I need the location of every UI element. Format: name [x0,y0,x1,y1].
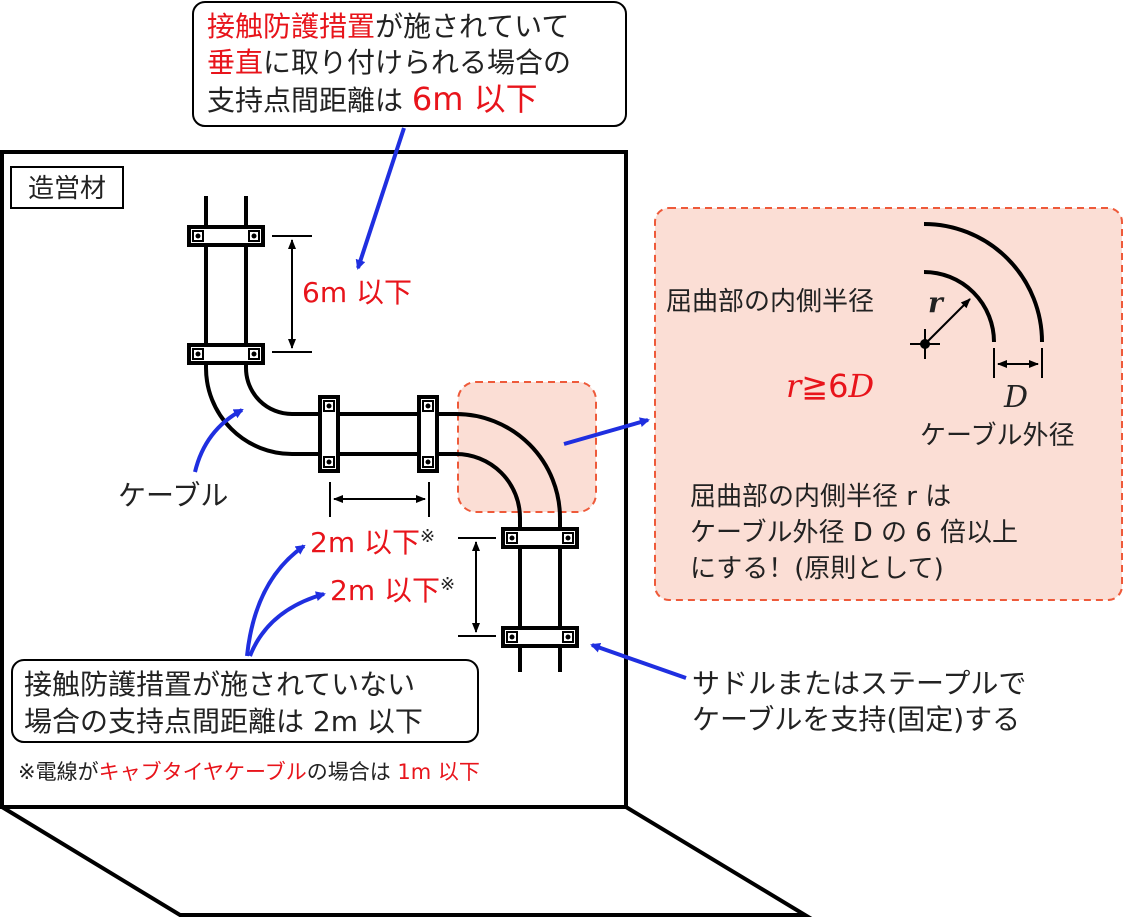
bend-formula: r≧6D [786,367,874,405]
top-callout-line2-black: に取り付けられる場合の [263,46,571,79]
footnote: ※電線がキャブタイヤケーブルの場合は 1m 以下 [18,760,480,784]
horizontal-span-text: 2m 以下※ [310,526,435,559]
dimension-horizontal [329,482,430,517]
saddle-lower-2 [501,626,579,648]
bottom-callout-line2: 場合の支持点間距離は 2m 以下 [24,705,423,738]
top-callout-line1-black: が施されていて [375,10,569,43]
footnote-part2: キャブタイヤケーブル [99,760,307,784]
top-callout-line2-red: 垂直 [207,46,263,79]
rule-line3: にする！(原則として) [690,554,944,584]
saddle-upper-1 [187,225,265,247]
top-callout-line3: 支持点間距離は 6m 以下 [207,80,538,118]
top-callout-line1: 接触防護措置が施されていて [207,10,569,43]
top-callout: 接触防護措置が施されていて 垂直に取り付けられる場合の 支持点間距離は 6m 以… [192,1,627,127]
bend-detail-box: 屈曲部の内側半径 r r≧6D D ケーブル外径 屈曲部の内側半径 r は ケー… [654,207,1123,601]
detail-pointer-arrow [563,417,650,446]
footnote-part1: ※電線が [18,760,99,784]
saddle-note-arrow [590,642,687,680]
saddle-horizontal-1 [318,395,340,473]
radius-arrow [924,298,971,345]
vertical-span-label: 6m 以下 [302,276,412,309]
bottom-callout-arrow-1 [245,544,306,657]
top-callout-line2: 垂直に取り付けられる場合の [207,46,571,79]
horizontal-span-note: ※ [420,526,435,547]
saddle-note-line2: ケーブルを支持(固定)する [692,703,1020,736]
dimension-lower-vertical [458,537,496,637]
top-callout-line3-red: 6m 以下 [412,80,538,118]
rule-line2: ケーブル外径 D の 6 倍以上 [690,518,1018,548]
bottom-callout: 接触防護措置が施されていない 場合の支持点間距離は 2m 以下 [11,659,479,743]
diameter-label: ケーブル外径 [920,421,1074,451]
top-callout-line3-black: 支持点間距離は [207,84,412,117]
cable-label: ケーブル [118,479,228,512]
formula-d: D [847,367,874,405]
outer-bend-arc [923,222,1044,343]
footnote-part3: の場合は [307,760,398,784]
formula-r: r [786,367,803,405]
formula-rel: ≧6 [801,367,848,405]
bend-highlight [457,381,597,513]
lower-vertical-span-note: ※ [440,574,455,595]
cable-pointer-arrow [193,408,244,473]
horizontal-span-label: 2m 以下 [310,526,420,559]
lower-span-text: 2m 以下※ [330,574,455,607]
top-callout-line1-red: 接触防護措置 [207,10,375,43]
saddle-horizontal-2 [417,395,439,473]
bottom-callout-line1: 接触防護措置が施されていない [24,668,415,701]
bottom-callout-arrow-2 [248,591,326,657]
footnote-part4: 1m 以下 [397,760,480,784]
radius-label: 屈曲部の内側半径 [666,287,874,317]
wall-label-box: 造営材 [10,166,124,209]
inner-bend-arc [923,270,996,343]
top-callout-arrow [355,127,406,270]
saddle-upper-2 [187,343,265,365]
lower-vertical-span-label: 2m 以下 [330,574,440,607]
radius-symbol: r [928,286,945,319]
diameter-symbol: D [1003,380,1028,415]
rule-line1: 屈曲部の内側半径 r は [690,482,951,512]
dimension-upper-vertical [272,235,312,353]
wall-label: 造営材 [28,174,106,204]
saddle-note-line1: サドルまたはステープルで [692,667,1026,700]
saddle-lower-1 [501,527,579,549]
